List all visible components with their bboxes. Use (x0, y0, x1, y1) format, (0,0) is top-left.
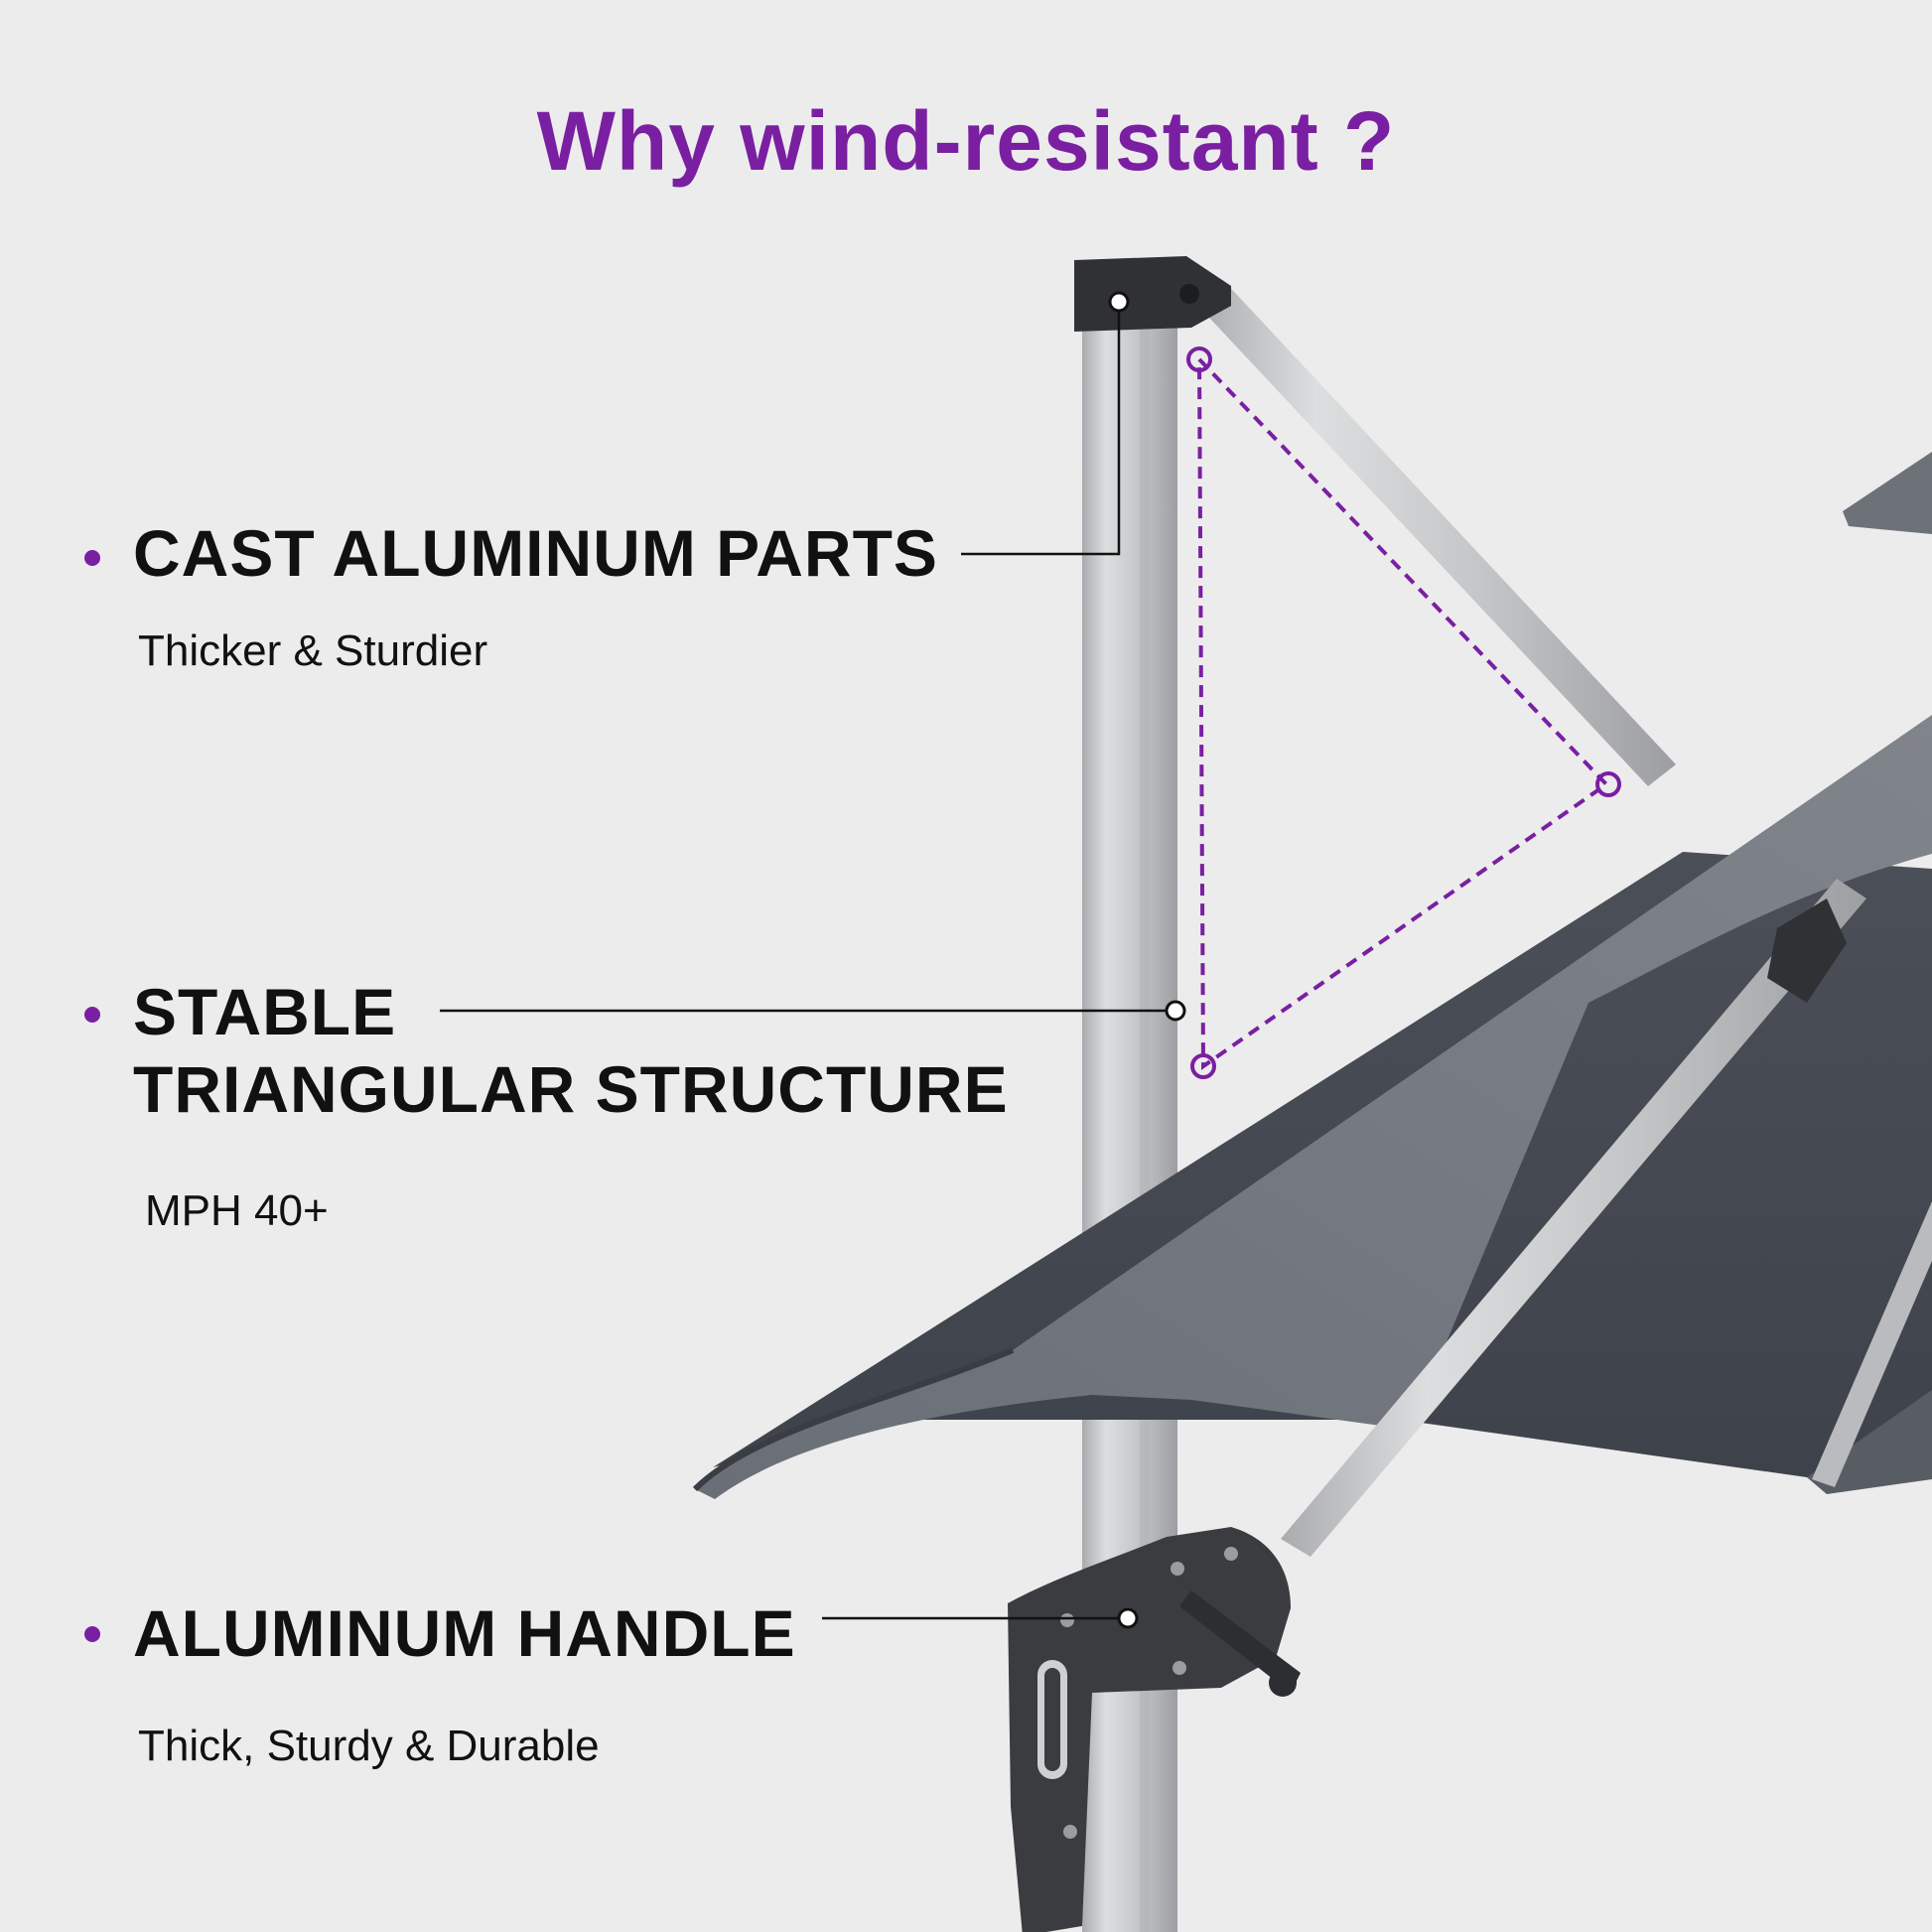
canopy-top (695, 715, 1932, 1499)
dot-bullet-icon (84, 550, 100, 566)
arm-joint-part (1767, 898, 1847, 1003)
callout-dot-icon (1117, 1607, 1139, 1629)
callout-cast-aluminum (961, 302, 1121, 556)
page-title: Why wind-resistant ? (536, 94, 1396, 188)
feature-heading-triangular-structure: STABLE TRIANGULAR STRUCTURE (133, 973, 1009, 1128)
far-canopy-edge (1843, 452, 1932, 534)
callout-dot-icon (1108, 291, 1130, 313)
callout-dot-icon (1165, 1000, 1186, 1022)
feature-subtext-cast-aluminum: Thicker & Sturdier (138, 626, 488, 675)
feature-heading-line-2: TRIANGULAR STRUCTURE (133, 1052, 1009, 1126)
feature-subtext-triangular-structure: MPH 40+ (145, 1186, 329, 1235)
feature-heading-aluminum-handle: ALUMINUM HANDLE (133, 1594, 796, 1672)
upper-arm (1196, 280, 1676, 786)
feature-heading-text: CAST ALUMINUM PARTS (133, 516, 938, 590)
triangle-dashed-outline (1197, 357, 1610, 1070)
feature-heading-text: ALUMINUM HANDLE (133, 1596, 796, 1670)
dot-bullet-icon (84, 1626, 100, 1642)
top-cap-part (1074, 256, 1231, 332)
lower-arm (1281, 879, 1866, 1557)
crank-lever (1179, 1590, 1301, 1693)
dot-bullet-icon (84, 1007, 100, 1023)
feature-subtext-aluminum-handle: Thick, Sturdy & Durable (138, 1722, 600, 1770)
feature-heading-cast-aluminum: CAST ALUMINUM PARTS (133, 514, 938, 592)
feature-heading-line-1: STABLE (133, 975, 397, 1048)
